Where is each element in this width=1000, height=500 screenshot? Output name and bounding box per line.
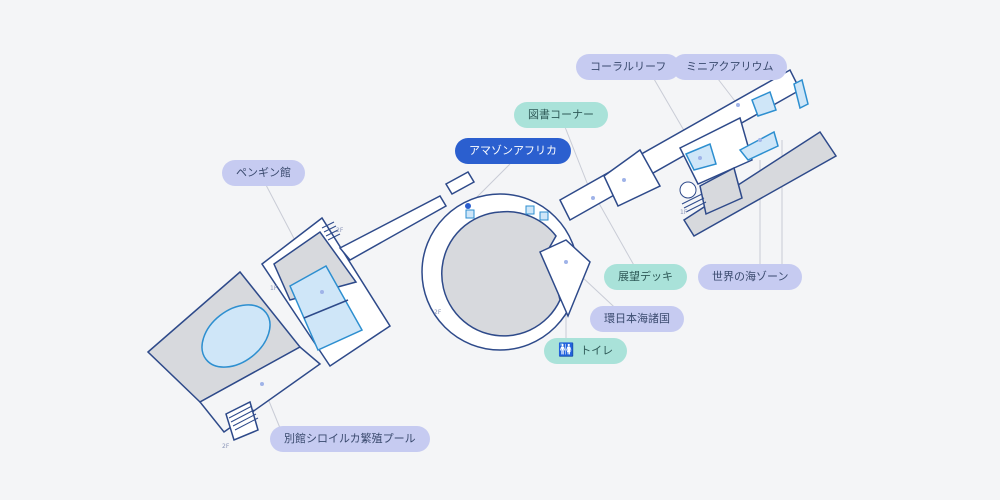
penguin-building bbox=[260, 216, 392, 368]
map-label-sea-of-japan[interactable]: 環日本海諸国 bbox=[590, 306, 684, 332]
stair-floor-mark: 2F bbox=[336, 227, 344, 234]
map-label-library[interactable]: 図書コーナー bbox=[514, 102, 608, 128]
map-label-toilet[interactable]: 🚻 トイレ bbox=[544, 338, 628, 364]
spiral-stairs bbox=[679, 181, 707, 213]
east-wing bbox=[678, 78, 838, 238]
restroom-icon: 🚻 bbox=[558, 343, 575, 358]
label-text: 図書コーナー bbox=[528, 108, 594, 121]
map-label-penguin[interactable]: ペンギン館 bbox=[222, 160, 305, 186]
label-text: 展望デッキ bbox=[618, 270, 673, 283]
map-label-world-sea[interactable]: 世界の海ゾーン bbox=[698, 264, 803, 290]
label-text: アマゾンアフリカ bbox=[469, 144, 557, 157]
label-text: コーラルリーフ bbox=[590, 60, 667, 73]
location-dots bbox=[260, 103, 762, 386]
corridor-west bbox=[338, 170, 476, 261]
map-label-mini-aquarium[interactable]: ミニアクアリウム bbox=[672, 54, 788, 80]
label-text: 別館シロイルカ繁殖プール bbox=[284, 432, 416, 445]
rotunda bbox=[421, 193, 591, 351]
annex-building bbox=[146, 270, 322, 442]
label-text: 環日本海諸国 bbox=[604, 312, 670, 325]
label-text: ペンギン館 bbox=[236, 166, 291, 179]
penguin-stairs bbox=[321, 221, 341, 241]
map-label-observation-deck[interactable]: 展望デッキ bbox=[604, 264, 687, 290]
map-label-dolphin-pool[interactable]: 別館シロイルカ繁殖プール bbox=[270, 426, 430, 452]
map-label-amazon-africa[interactable]: アマゾンアフリカ bbox=[455, 138, 571, 164]
map-label-coral-reef[interactable]: コーラルリーフ bbox=[576, 54, 681, 80]
stair-floor-mark: 2F bbox=[222, 443, 230, 450]
stair-floor-mark: 1F bbox=[680, 209, 688, 216]
label-text: 世界の海ゾーン bbox=[712, 270, 789, 283]
stair-floor-mark: 1F bbox=[270, 285, 278, 292]
stair-floor-mark: 2F bbox=[434, 309, 442, 316]
annex-stairs bbox=[228, 405, 259, 431]
label-text: トイレ bbox=[580, 344, 614, 357]
label-text: ミニアクアリウム bbox=[686, 60, 774, 73]
